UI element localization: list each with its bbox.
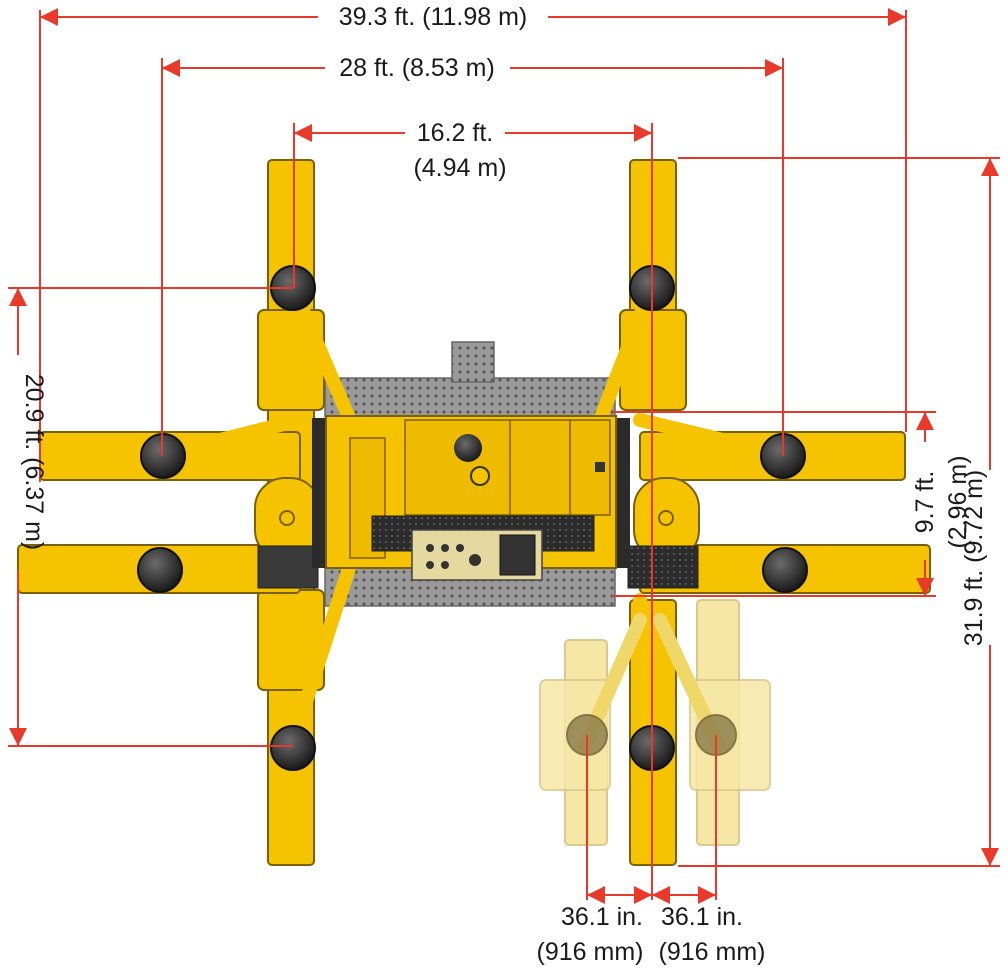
dimension-labels: 39.3 ft. (11.98 m) 28 ft. (8.53 m) 16.2 … [20, 3, 988, 966]
dimension-lines [8, 8, 1000, 904]
step-right-label-line1: 36.1 in. [661, 903, 743, 931]
overall-length-label: 31.9 ft. (9.72 m) [960, 470, 988, 646]
track-length-label: 20.9 ft. (6.37 m) [20, 374, 48, 550]
body-width-label-line2: (2.96 m) [944, 455, 972, 548]
track-span-label-line1: 16.2 ft. [417, 119, 493, 147]
hub-mid-left-lower-icon [137, 547, 183, 593]
top-step [451, 341, 495, 383]
step-left-label-line1: 36.1 in. [561, 903, 643, 931]
hub-bottom-left-icon [270, 725, 316, 771]
fill-cap-icon [470, 466, 490, 486]
main-body [325, 415, 617, 581]
tanks [254, 477, 700, 561]
engine-cover [404, 419, 611, 516]
top-track [324, 377, 616, 417]
step-right-label-line2: (916 mm) [659, 938, 766, 966]
side-grilles [257, 418, 699, 589]
step-left-label-line2: (916 mm) [537, 938, 644, 966]
hatch-icon [454, 434, 482, 462]
hub-mid-right-lower-icon [762, 547, 808, 593]
overall-width-label: 39.3 ft. (11.98 m) [339, 3, 528, 31]
track-span-label-line2: (4.94 m) [413, 154, 506, 182]
body-width-label-line1: 9.7 ft. [911, 471, 939, 534]
stabilizer-span-label: 28 ft. (8.53 m) [339, 54, 495, 82]
